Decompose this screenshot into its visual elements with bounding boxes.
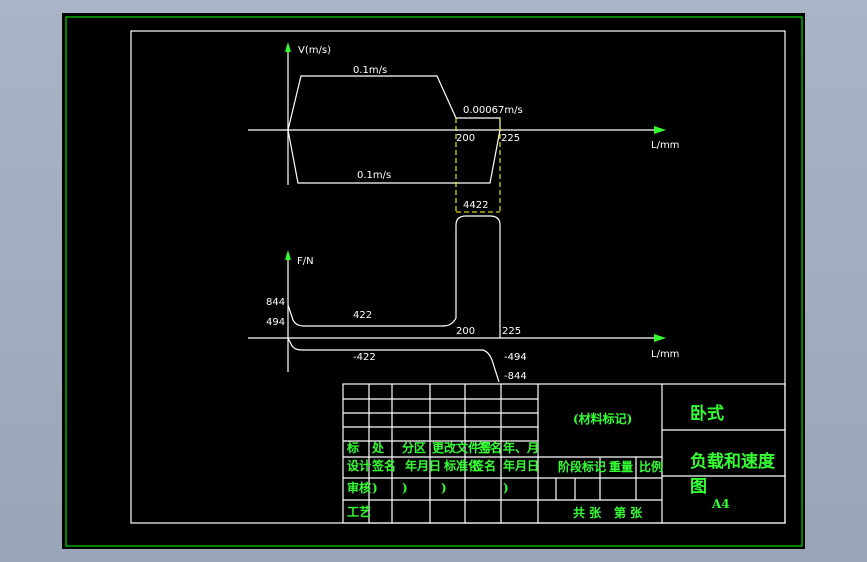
label-slow-speed: 0.00067m/s xyxy=(463,105,523,116)
header-change-doc: 更改文件号 xyxy=(432,440,492,455)
total-sheets: 共 张 xyxy=(573,505,602,520)
row-ymd: 年月日 xyxy=(405,458,441,473)
sheet-size: A4 xyxy=(711,497,730,511)
velocity-return-curve xyxy=(287,129,501,184)
outer-frame xyxy=(65,16,803,547)
paren-mark-3: ) xyxy=(441,481,447,495)
force-forward-curve xyxy=(287,215,501,338)
row-standardize: 标准化 xyxy=(443,458,480,473)
drawing-title-line1: 卧式 xyxy=(690,403,724,424)
velocity-y-arrow-icon xyxy=(285,42,291,52)
force-y-label: F/N xyxy=(297,256,314,267)
paren-mark-4: ) xyxy=(503,481,509,495)
velocity-x-label: L/mm xyxy=(651,140,679,151)
force-tick-494: 494 xyxy=(266,317,285,328)
row-sign-2: 签名 xyxy=(471,458,496,473)
label-force-422: 422 xyxy=(353,310,372,321)
header-date: 年、月 xyxy=(503,440,539,455)
force-chart: F/N L/mm 844 494 422 200 225 -422 -494 -… xyxy=(248,215,679,383)
row-check: 审核 xyxy=(347,480,371,495)
stage-mark: 阶段标记 xyxy=(558,459,606,474)
force-tick-225: 225 xyxy=(502,326,521,337)
force-return-curve xyxy=(287,337,500,383)
velocity-chart: V(m/s) L/mm 0.1m/s 0.00067m/s 0.1m/s 200… xyxy=(248,42,679,185)
header-signature: 签名 xyxy=(477,440,502,455)
label-force-neg-844: -844 xyxy=(504,371,527,382)
force-tick-844: 844 xyxy=(266,297,285,308)
velocity-y-label: V(m/s) xyxy=(298,45,331,56)
force-tick-200: 200 xyxy=(456,326,475,337)
label-force-neg-494: -494 xyxy=(504,352,527,363)
drawing-title-line2: 负载和速度 xyxy=(690,451,776,472)
label-force-neg-422: -422 xyxy=(353,352,376,363)
paren-mark-1: ) xyxy=(372,481,378,495)
velocity-tick-225: 225 xyxy=(501,133,520,144)
force-x-arrow-icon xyxy=(654,334,666,342)
title-block: (材料标记) 卧式 负载和速度 图 A4 标 处 分区 更改文件号 签名 年、月… xyxy=(342,383,786,524)
label-peak-force: 4422 xyxy=(463,200,488,211)
scale-label: 比例 xyxy=(639,459,663,474)
row-sign: 签名 xyxy=(371,458,396,473)
velocity-x-arrow-icon xyxy=(654,126,666,134)
weight-label: 重量 xyxy=(609,459,633,474)
row-design: 设计 xyxy=(347,458,371,473)
row-process: 工艺 xyxy=(347,504,371,519)
sheet-number: 第 张 xyxy=(614,505,643,520)
row-ymd-2: 年月日 xyxy=(503,458,539,473)
material-mark: (材料标记) xyxy=(573,411,632,426)
guide-lines xyxy=(455,118,501,213)
force-x-label: L/mm xyxy=(651,349,679,360)
velocity-tick-200: 200 xyxy=(456,133,475,144)
paren-mark-2: ) xyxy=(402,481,408,495)
header-count: 处 xyxy=(371,440,385,455)
force-y-arrow-icon xyxy=(285,250,291,260)
header-zone: 分区 xyxy=(402,440,426,455)
label-return-speed: 0.1m/s xyxy=(357,170,391,181)
drawing-background xyxy=(62,13,805,549)
label-fast-forward: 0.1m/s xyxy=(353,65,387,76)
drawing-title-line3: 图 xyxy=(690,477,707,497)
header-mark: 标 xyxy=(346,440,359,455)
title-block-border xyxy=(342,383,786,524)
